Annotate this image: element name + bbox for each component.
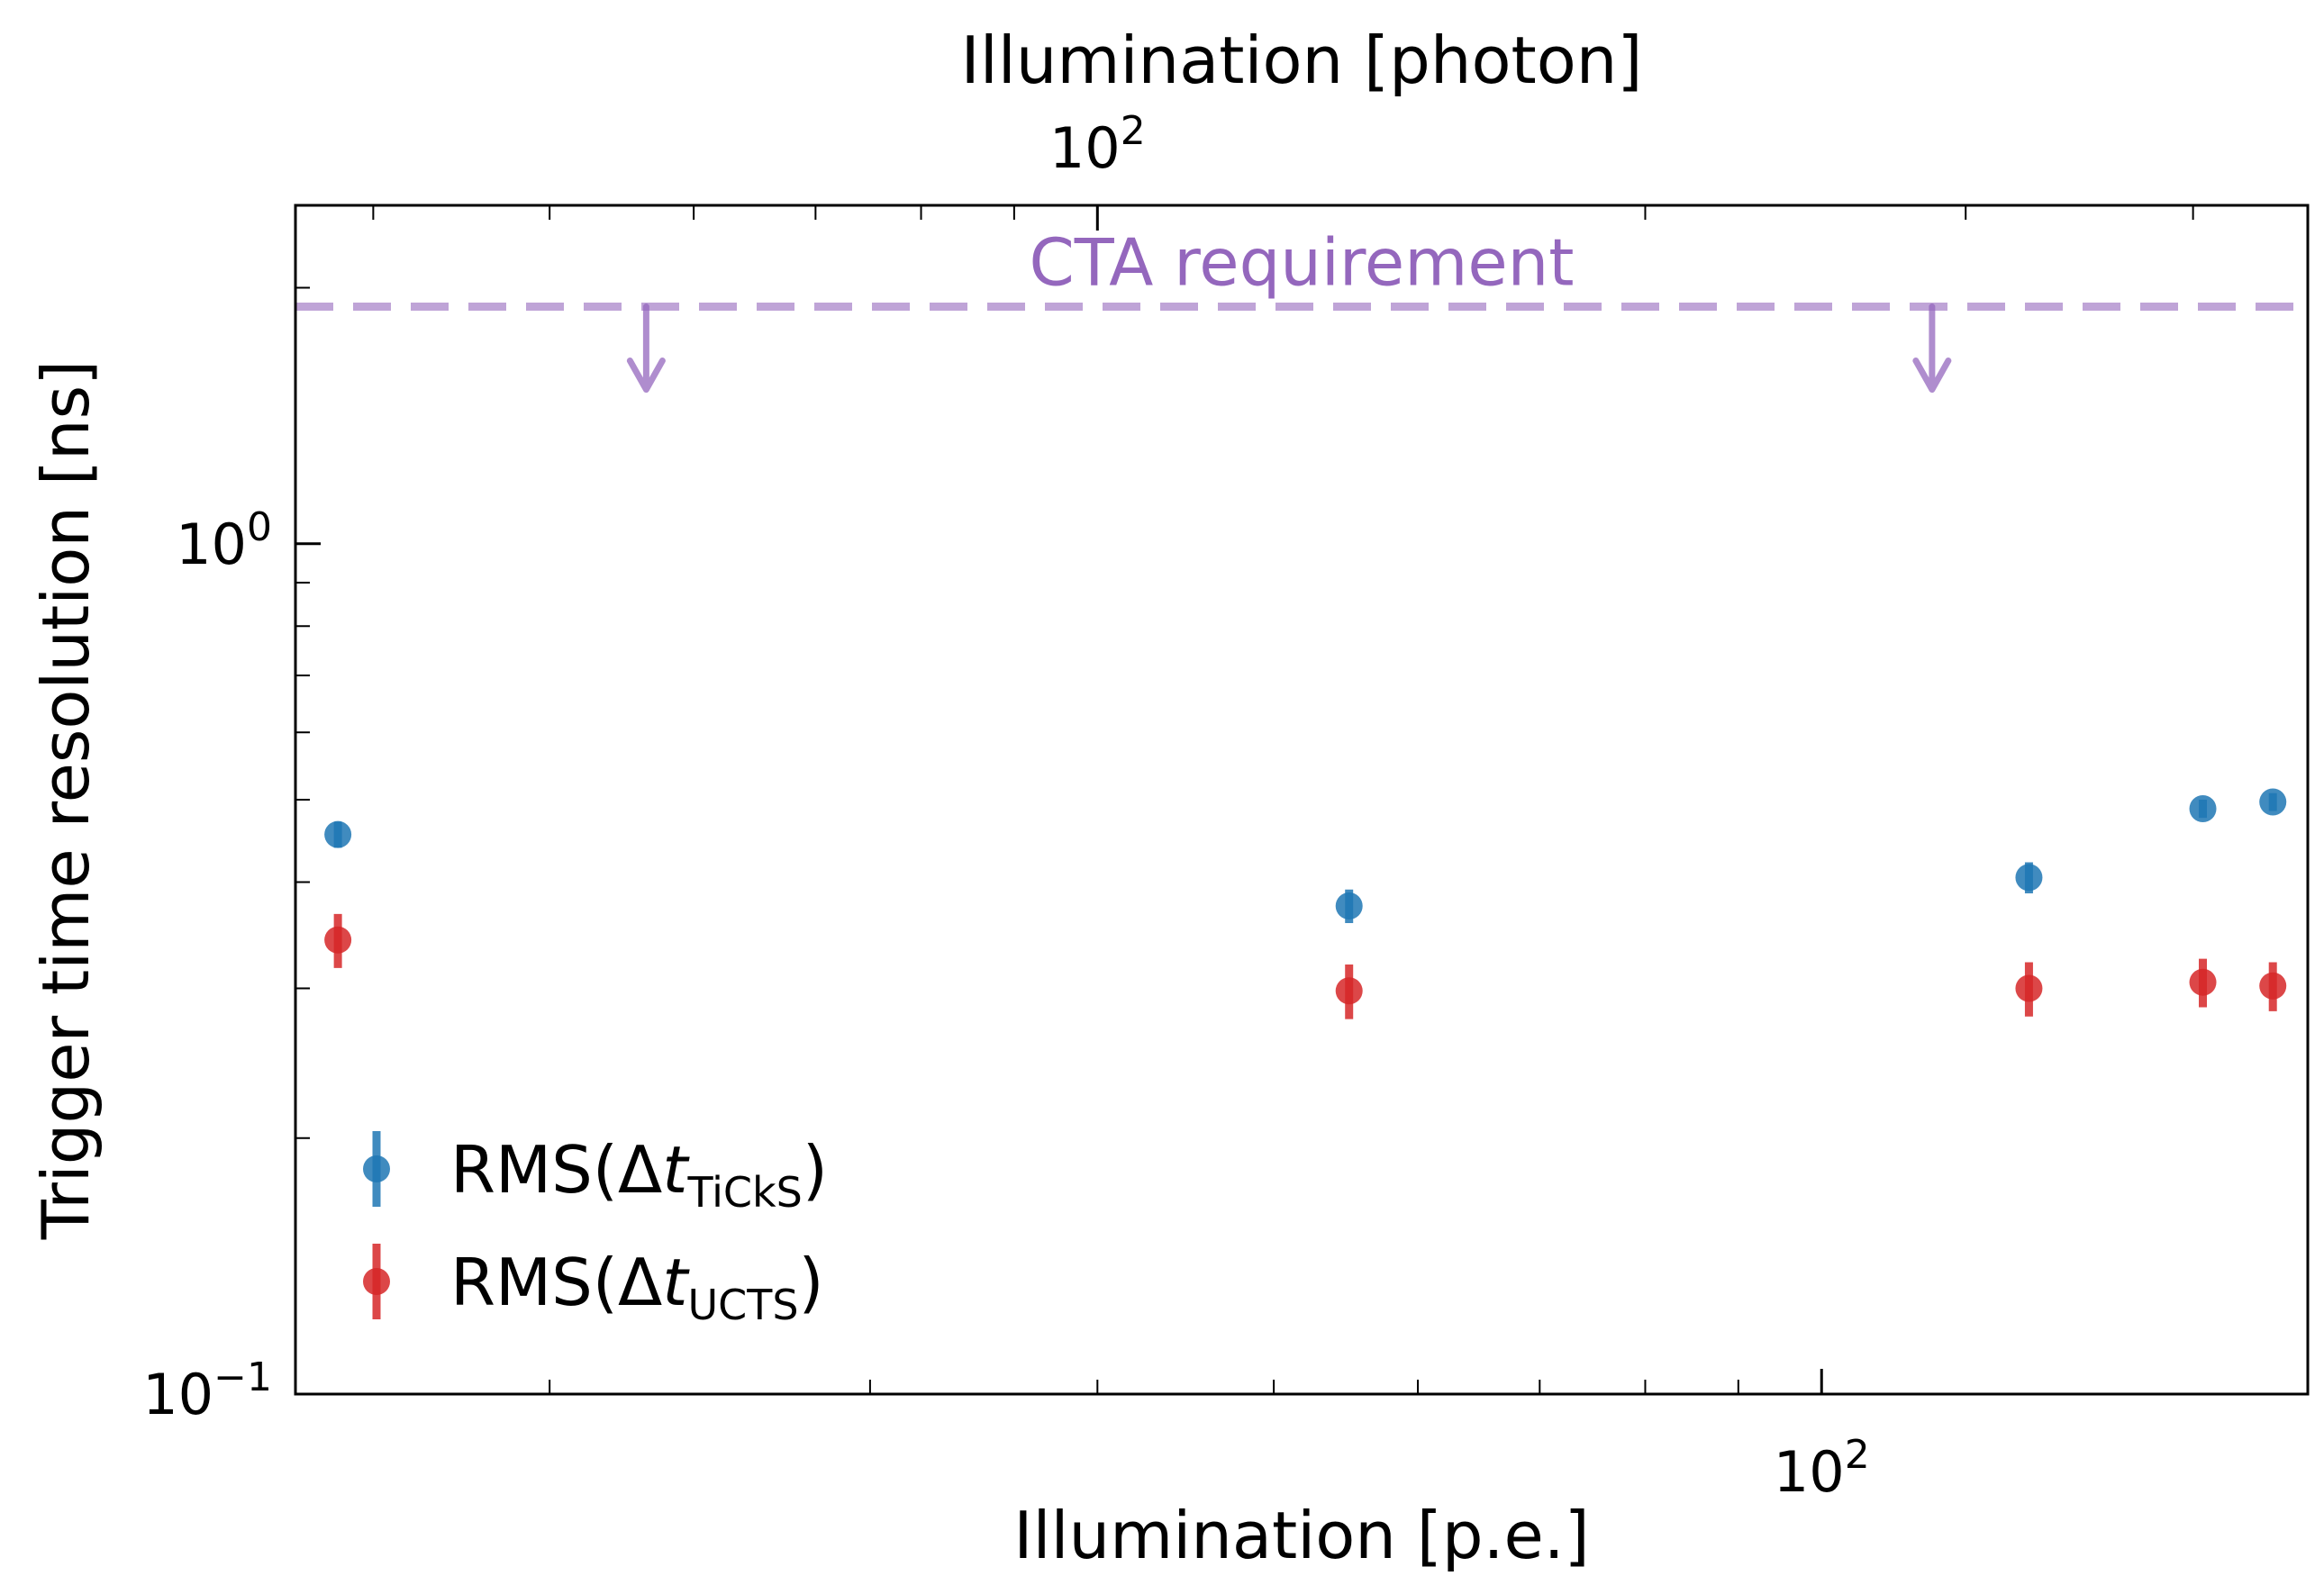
minor-ticks bbox=[295, 205, 2194, 1394]
plot-frame bbox=[294, 204, 2310, 1396]
x-tick-label-major: 102 bbox=[1774, 1432, 1870, 1505]
point-0 bbox=[1335, 892, 1363, 919]
point-1 bbox=[2015, 974, 2043, 1002]
legend-marker-dot bbox=[363, 1155, 390, 1182]
legend-entry-ucts: RMS(ΔtUCTS) bbox=[363, 1244, 824, 1329]
legend-label: RMS(ΔtUCTS) bbox=[450, 1245, 824, 1329]
point-0 bbox=[2259, 788, 2287, 816]
legend: RMS(ΔtTiCkS) RMS(ΔtUCTS) bbox=[363, 1131, 828, 1329]
top-axis-label: Illumination [photon] bbox=[960, 23, 1642, 98]
legend-marker-dot bbox=[363, 1268, 390, 1295]
y-tick-label-1e0: 100 bbox=[176, 504, 272, 577]
legend-label: RMS(ΔtTiCkS) bbox=[450, 1132, 828, 1217]
requirement-group bbox=[295, 303, 2308, 394]
x-axis-label: Illumination [p.e.] bbox=[1013, 1498, 1590, 1573]
data-points bbox=[324, 788, 2287, 1019]
point-0 bbox=[2189, 794, 2217, 822]
requirement-label: CTA requirement bbox=[1029, 225, 1574, 301]
point-0 bbox=[324, 820, 352, 848]
legend-entry-ticks: RMS(ΔtTiCkS) bbox=[363, 1131, 828, 1217]
point-1 bbox=[1335, 977, 1363, 1005]
requirement-arrow bbox=[626, 303, 666, 394]
point-1 bbox=[324, 926, 352, 954]
point-0 bbox=[2015, 864, 2043, 892]
point-1 bbox=[2189, 968, 2217, 996]
top-tick-label-major: 102 bbox=[1049, 108, 1146, 181]
requirement-arrow bbox=[1912, 303, 1952, 394]
y-tick-label-1e-1: 10−1 bbox=[142, 1354, 272, 1427]
y-axis-label: Trigger time resolution [ns] bbox=[28, 360, 104, 1240]
major-ticks bbox=[295, 205, 1823, 1396]
point-1 bbox=[2259, 972, 2287, 1000]
